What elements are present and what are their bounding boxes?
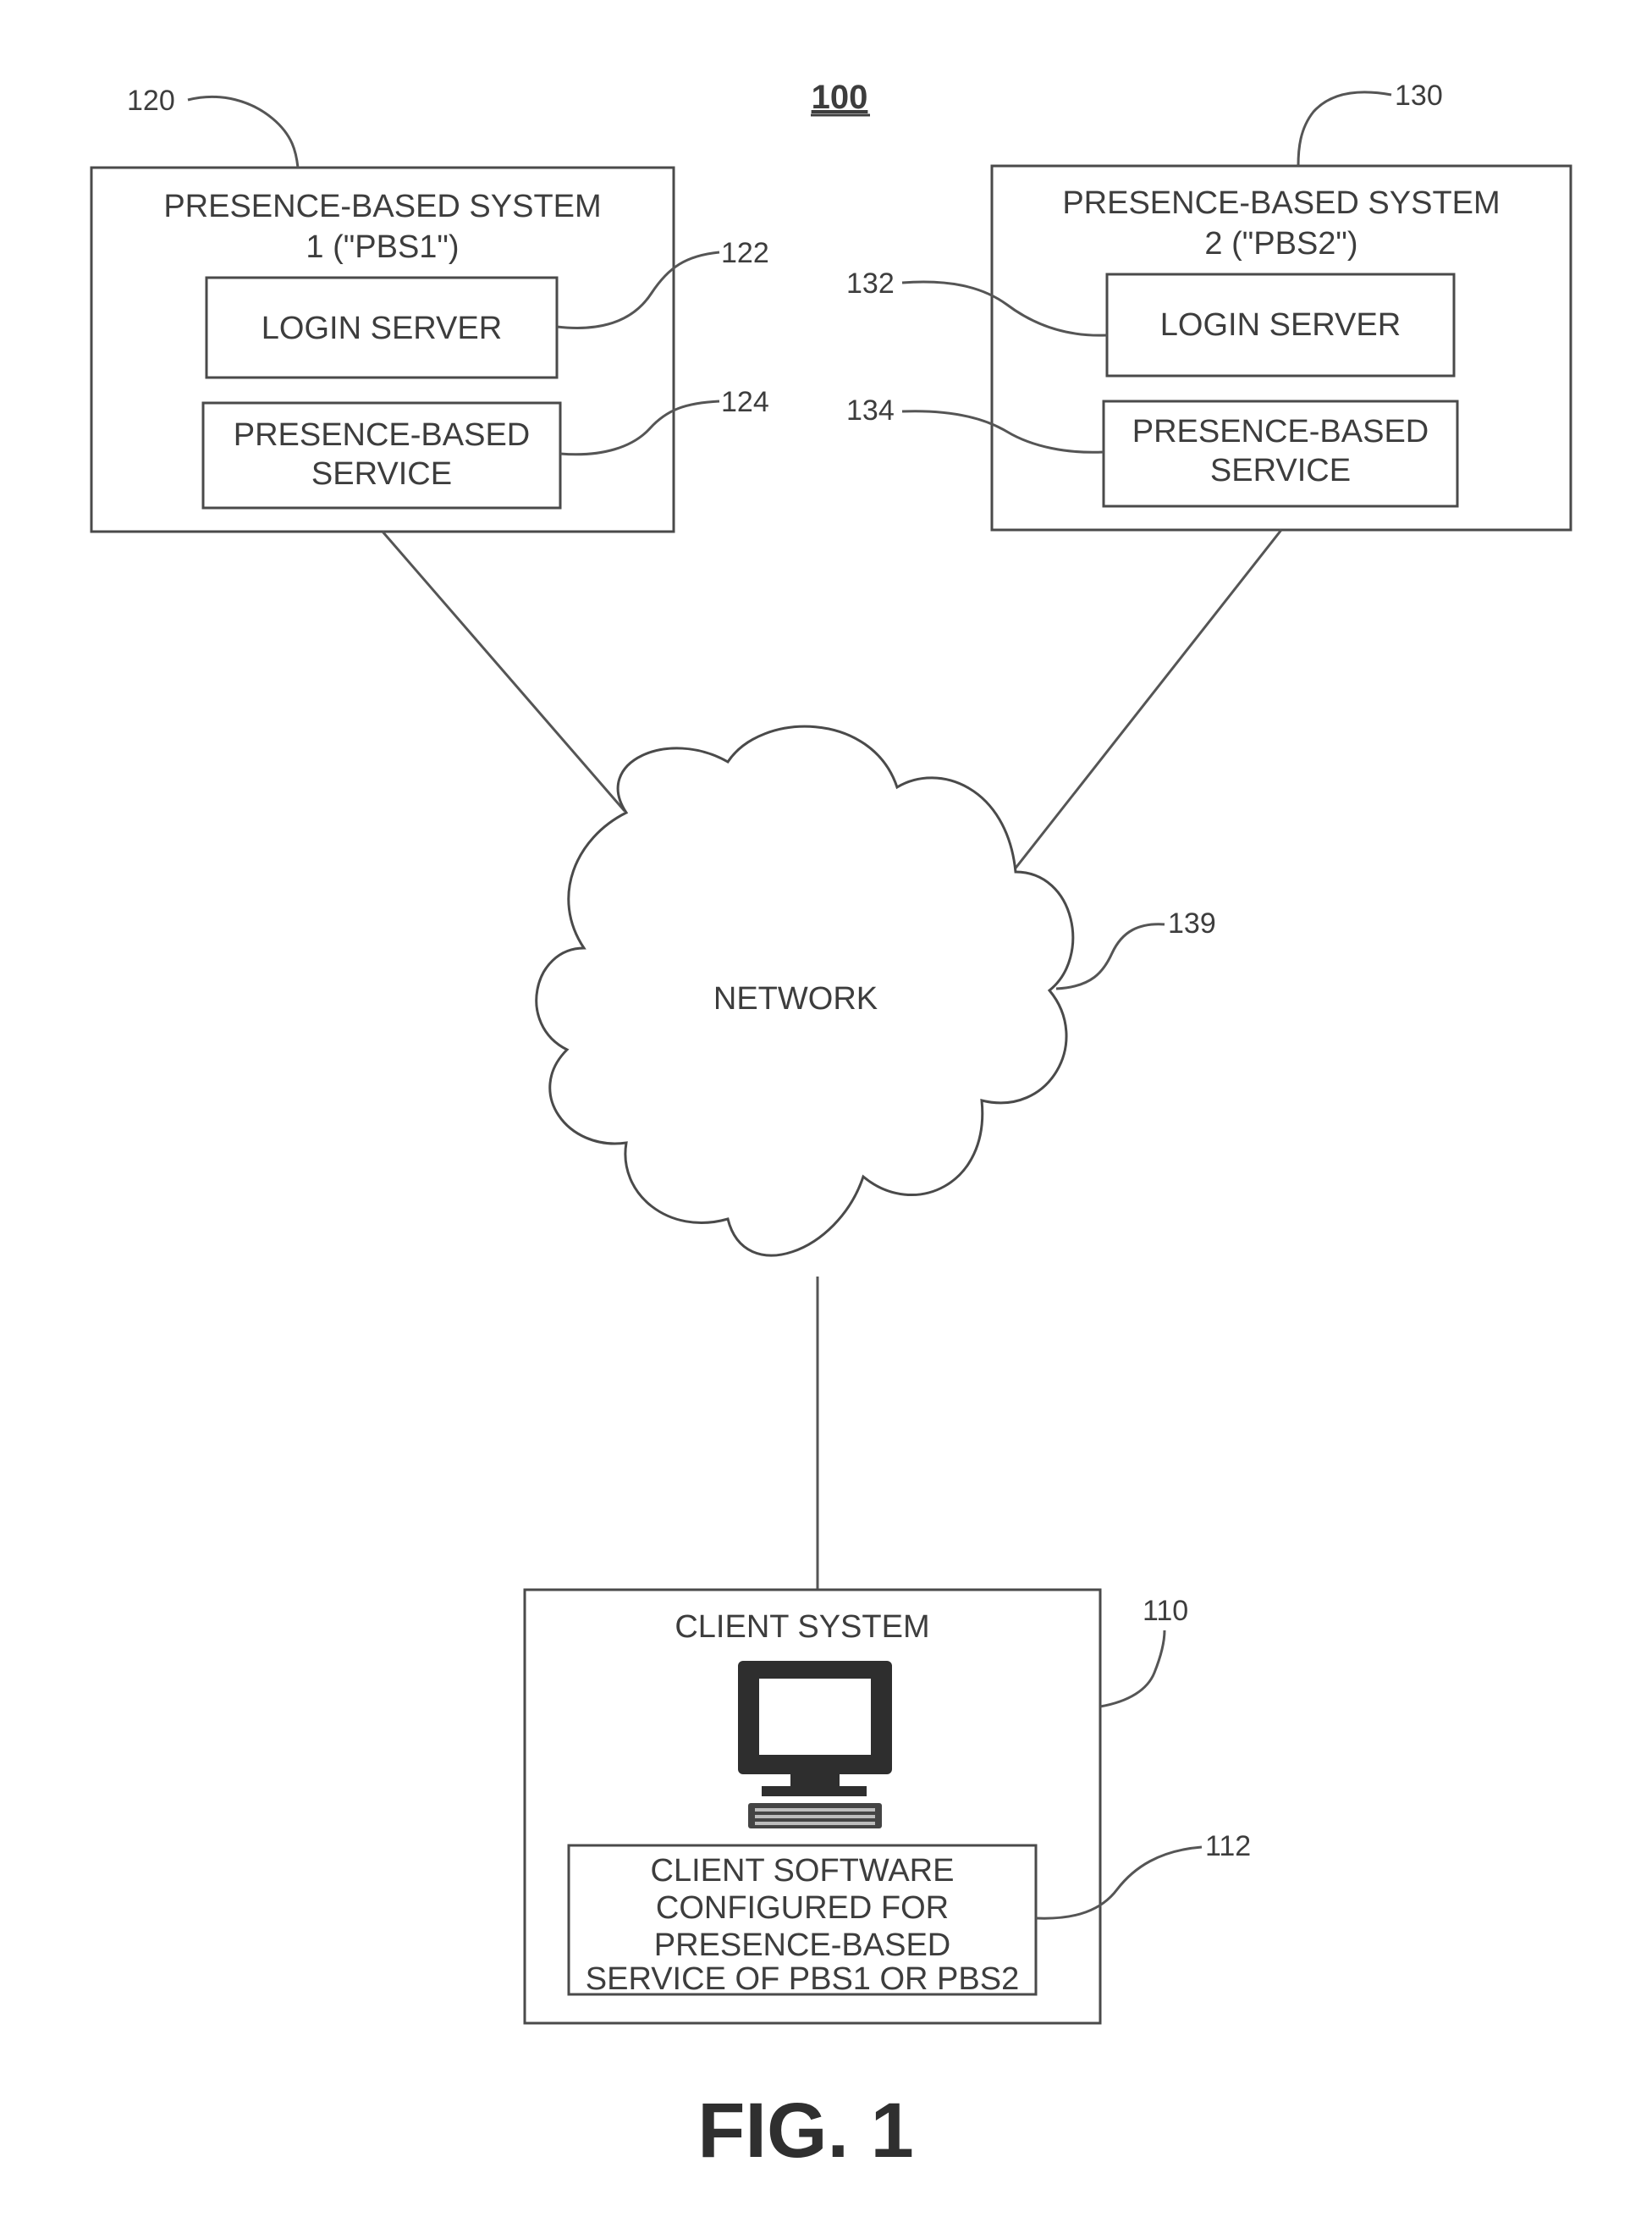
client-software-line1: CLIENT SOFTWARE [651,1853,955,1889]
computer-icon [738,1661,892,1828]
figure-number: 100 [812,79,868,116]
pbs1-service-ref: 124 [721,386,769,418]
pbs1-service-label-line1: PRESENCE-BASED [234,417,531,453]
client-software-line4: SERVICE OF PBS1 OR PBS2 [586,1961,1019,1997]
pbs2-ref: 130 [1395,80,1443,112]
figure-caption: FIG. 1 [697,2087,914,2174]
pbs2-title-line1: PRESENCE-BASED SYSTEM [1062,185,1500,221]
pbs1-ref-leader [188,97,298,168]
pbs2-system: PRESENCE-BASED SYSTEM 2 ("PBS2") LOGIN S… [992,166,1571,530]
network-label: NETWORK [713,981,878,1017]
pbs1-ref: 120 [127,85,175,117]
pbs1-login-server-label: LOGIN SERVER [262,311,502,346]
keyboard-keys [755,1808,875,1825]
monitor-screen [758,1678,872,1756]
client-ref-leader [1100,1630,1165,1707]
network-ref: 139 [1168,907,1216,940]
pbs2-service-label-line2: SERVICE [1210,453,1351,488]
client-software-ref: 112 [1205,1830,1251,1862]
client-title: CLIENT SYSTEM [675,1609,929,1645]
client-ref: 110 [1143,1595,1188,1627]
monitor-stand [790,1774,840,1788]
pbs1-system: PRESENCE-BASED SYSTEM 1 ("PBS1") LOGIN S… [91,168,674,532]
pbs2-title-line2: 2 ("PBS2") [1204,226,1357,262]
client-software-line3: PRESENCE-BASED [654,1927,951,1963]
client-software-line2: CONFIGURED FOR [656,1890,949,1926]
pbs2-service-label-line1: PRESENCE-BASED [1132,414,1429,449]
network-cloud: NETWORK [537,726,1073,1255]
link-pbs2-network [1014,530,1281,870]
pbs2-login-server-ref: 132 [846,267,895,300]
pbs1-login-server-ref: 122 [721,237,769,269]
pbs2-ref-leader [1298,92,1391,166]
client-system: CLIENT SYSTEM CLIENT SOFTWARE CONFIGURED… [525,1590,1100,2023]
pbs2-service-ref: 134 [846,394,895,427]
pbs1-service-label-line2: SERVICE [311,456,452,492]
pbs2-login-server-label: LOGIN SERVER [1160,307,1401,343]
link-pbs1-network [383,532,625,811]
pbs1-title-line1: PRESENCE-BASED SYSTEM [163,189,601,224]
monitor-base [762,1786,867,1796]
pbs1-title-line2: 1 ("PBS1") [306,229,459,265]
